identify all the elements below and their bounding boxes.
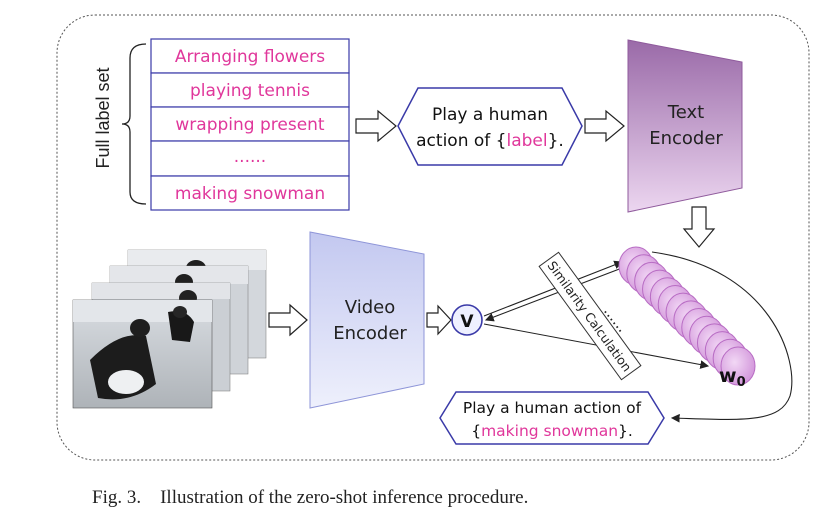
video-encoder-block (309, 231, 425, 409)
arrow-text-encoder-to-embeddings (682, 206, 716, 248)
video-frames (72, 249, 267, 409)
text-encoder-label-1: Text (667, 102, 704, 123)
label-table (150, 38, 350, 211)
arrow-embeddings-to-result (651, 251, 793, 423)
figure-caption: Fig. 3. Illustration of the zero-shot in… (92, 487, 529, 508)
prompt-line-2: action of {label}. (416, 131, 564, 151)
prompt-template-box (397, 87, 583, 166)
video-frame-front (72, 299, 213, 409)
prompt-label-placeholder: label (506, 131, 547, 151)
result-line-1: Play a human action of (463, 399, 642, 417)
label-item: playing tennis (190, 81, 310, 101)
label-row-2 (150, 72, 350, 108)
label-item: wrapping present (175, 115, 325, 135)
video-encoder-label-2: Encoder (333, 323, 407, 344)
arrow-video-encoder-to-v (426, 304, 452, 336)
label-item: making snowman (175, 184, 325, 204)
video-feature-node (451, 304, 483, 336)
predicted-label: making snowman (481, 422, 618, 440)
weight-label: w0 (719, 365, 746, 390)
arrow-table-to-prompt (355, 109, 397, 143)
result-line-2: {making snowman}. (471, 422, 633, 440)
label-item: Arranging flowers (175, 47, 325, 67)
text-embedding-disc (720, 346, 756, 386)
label-row-5 (150, 175, 350, 211)
label-set-title: Full label set (93, 67, 113, 168)
video-feature-label: V (460, 312, 474, 332)
label-item: ...... (234, 147, 266, 167)
arrow-frames-to-video-encoder (268, 303, 308, 337)
diagram-frame (56, 14, 810, 461)
similarity-arrow (484, 267, 623, 322)
label-row-4 (150, 140, 350, 177)
similarity-arrow (483, 260, 624, 317)
prompt-line-1: Play a human (432, 105, 548, 125)
arrow-prompt-to-text-encoder (584, 109, 625, 143)
label-set-brace (121, 43, 147, 205)
text-encoder-label-2: Encoder (649, 128, 723, 149)
video-encoder-label-1: Video (345, 297, 395, 318)
text-encoder-block (627, 39, 743, 213)
result-box (439, 391, 665, 445)
text-embeddings-stack (618, 246, 756, 386)
